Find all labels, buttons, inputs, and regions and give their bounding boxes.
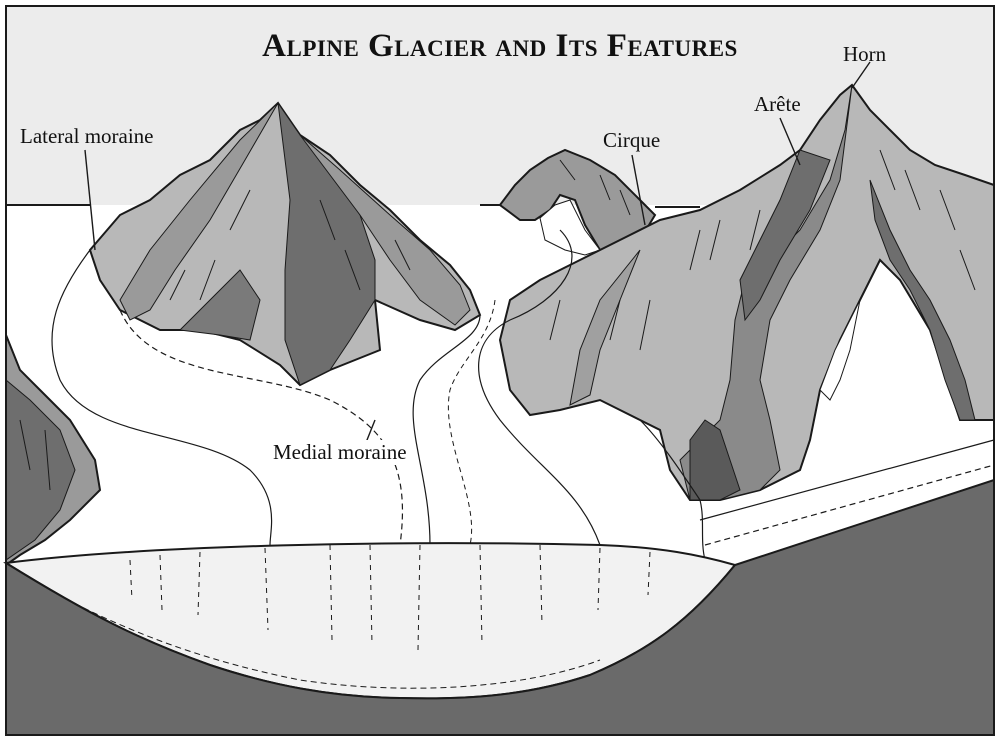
label-arete: Arête (754, 92, 801, 117)
label-lateral-moraine: Lateral moraine (20, 124, 154, 149)
label-medial-moraine: Medial moraine (270, 440, 410, 465)
label-cirque: Cirque (603, 128, 660, 153)
label-horn: Horn (843, 42, 886, 67)
